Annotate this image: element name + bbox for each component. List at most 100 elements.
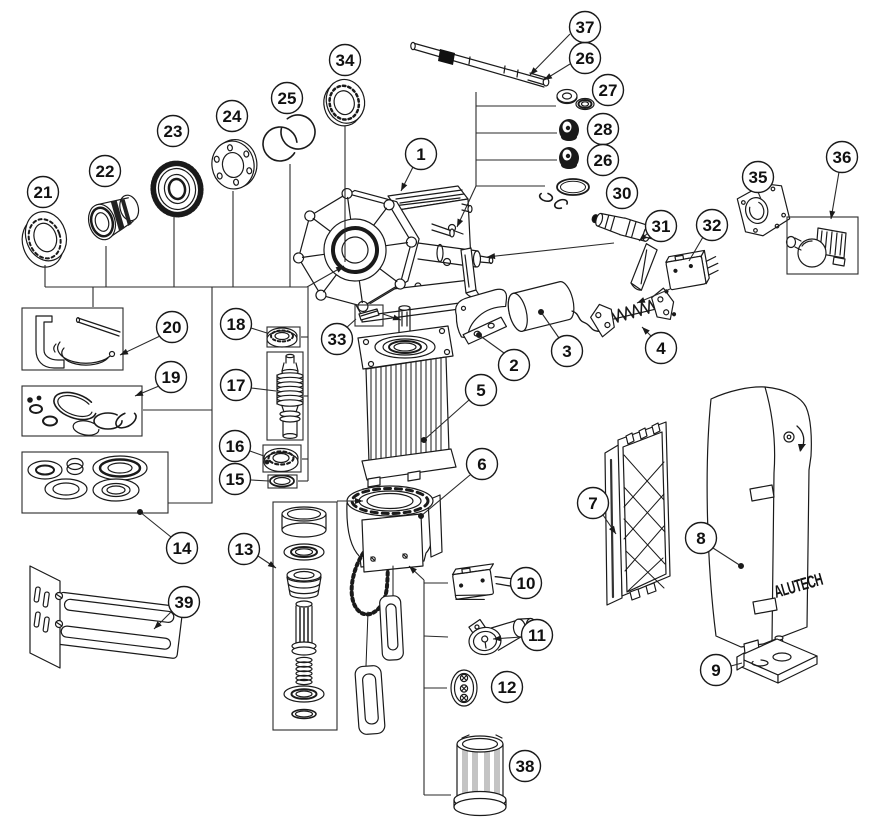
callout-28: 28 [586,112,620,146]
callout-number: 22 [96,162,115,181]
callout-1: 1 [400,137,438,192]
arrowhead-icon [637,297,646,303]
callout-number: 11 [528,626,546,645]
callout-circle [154,360,188,394]
arrowhead-icon [355,498,363,504]
part-gasket-12 [450,669,478,707]
callout-number: 3 [562,342,571,361]
part-bearing-18 [266,327,298,348]
part-washers-27 [556,88,595,111]
callout-number: 21 [34,183,53,202]
callout-number: 35 [749,168,768,187]
callout-circle [219,307,253,341]
callout-circle [328,43,362,77]
callout-18: 18 [219,307,268,341]
callout-number: 19 [162,368,181,387]
part-microswitch-10 [451,563,524,601]
frame-box-17 [266,351,304,441]
callout-38: 38 [508,749,542,783]
callout-37: 37 [529,10,602,76]
part-bracket-kit-20 [35,315,121,369]
callout-7: 7 [576,486,617,535]
part-wall-bracket-39 [29,565,184,669]
callout-circle [156,114,190,148]
callout-35: 35 [741,160,775,200]
callout-circle [508,749,542,783]
callout-circle [218,429,252,463]
part-gear-23 [150,160,204,218]
arrowhead-icon [530,67,538,75]
callout-circle [155,310,189,344]
part-cage-38 [453,734,507,817]
arrowhead-icon [642,327,650,335]
part-shaft-37 [410,41,550,88]
callout-number: 25 [278,89,297,108]
callout-circle [490,670,524,704]
frame-box-19 [21,385,143,437]
arrow-to-housing6 [408,565,425,581]
callout-26: 26 [586,143,620,177]
rail-left-column [168,287,213,504]
part-flange-24 [211,138,258,190]
leader-dot [421,437,428,444]
callout-number: 2 [509,356,518,375]
callout-circle [497,348,531,382]
part-coupling-22 [87,194,140,241]
part-unlock-kit-13 [281,506,327,720]
callout-number: 38 [516,757,535,776]
callout-31: 31 [638,209,678,243]
callout-circle [644,331,678,365]
callout-circle [586,143,620,177]
callout-21: 21 [26,175,60,209]
frame-box-18 [266,326,301,348]
callout-circle [404,137,438,171]
part-seal-kit-14 [27,455,148,502]
callout-36: 36 [825,140,859,220]
callout-circle [684,521,718,555]
arrowhead-icon [457,218,464,227]
switch32-install-arrow [636,288,671,304]
arrowhead-icon [639,233,647,241]
callout-26: 26 [543,41,602,81]
callout-circle [320,322,354,356]
callout-25: 25 [270,81,304,115]
part-bearing-16 [263,447,299,473]
callout-circle [644,209,678,243]
callout-circle [509,566,543,600]
callout-number: 30 [613,184,632,203]
callout-number: 31 [652,217,671,236]
arrowhead-icon [544,73,553,80]
callout-circle [825,140,859,174]
callout-3: 3 [538,309,584,368]
part-rings-30 [538,178,590,210]
part-motor-5 [357,305,457,488]
callout-number: 12 [498,678,517,697]
leader-dot [136,509,143,516]
arrowhead-icon [487,253,496,260]
callout-14: 14 [136,509,199,565]
branch-box13-to-housing [337,498,363,504]
callout-circle [605,176,639,210]
part-release-housing-6 [346,485,443,735]
part-base-plate-9 [736,635,818,684]
part-cover-8: ALUTECH [706,386,825,655]
callout-24: 24 [215,99,249,133]
connector-lines [44,92,671,796]
callout-number: 37 [576,18,595,37]
arrow-input-shaft [456,185,477,228]
part-bearing-34 [323,78,366,127]
part-capacitor-3 [507,281,600,332]
frame-box-13 [272,501,338,731]
frame-box-20 [21,307,124,371]
callout-30: 30 [605,176,639,210]
arrowhead-icon [335,266,344,273]
callout-39: 39 [153,585,201,630]
arrowhead-icon [392,314,401,321]
callout-number: 7 [588,494,597,513]
part-nut-28 [559,119,579,141]
callout-16: 16 [218,429,265,463]
callout-2: 2 [476,332,531,382]
callout-circle [576,486,610,520]
